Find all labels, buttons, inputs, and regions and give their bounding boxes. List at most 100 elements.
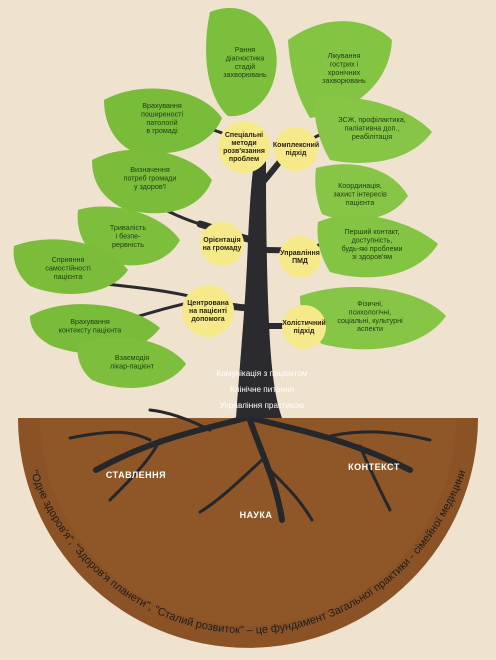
text-line: Сприяння [52, 255, 85, 264]
text-line: будь-які проблеми [341, 244, 402, 253]
text-line: Врахування [70, 317, 110, 326]
text-line: на пацієнті [189, 307, 227, 315]
leaf-community-needs-shape [92, 149, 212, 214]
node-special-methods-circle [218, 121, 270, 173]
nodes [182, 121, 326, 349]
leaf-early-diagnosis-shape [206, 7, 277, 117]
text-line: соціальні, культурні [337, 316, 403, 325]
leaf-doctor-relationship-shape [77, 337, 186, 388]
text-line: Врахування [142, 101, 182, 110]
text-line: аспекти [357, 324, 383, 333]
text-line: Фізичні, [357, 299, 383, 308]
text-line: методи [231, 140, 256, 147]
node-holistic-approach-circle [282, 305, 326, 349]
leaf-treatment-shape [288, 21, 392, 119]
text-line: Тривалість [110, 223, 146, 232]
text-line: паліативна доп., [345, 123, 400, 132]
text-line: Центрована [187, 300, 229, 307]
root-label-science: НАУКА [240, 510, 273, 520]
text-line: Перший контакт, [344, 227, 399, 236]
leaf-healthy-lifestyle-shape [314, 96, 432, 163]
text-line: Холістичний [282, 319, 326, 327]
text-line: Управління [280, 249, 320, 257]
text-line: підхід [286, 149, 307, 157]
text-line: в громаді [146, 126, 178, 135]
node-pmd-management-circle [279, 236, 321, 278]
text-line: доступність, [352, 235, 393, 244]
leaf-physical-aspects-label: Фізичні,психологічні,соціальні, культурн… [337, 299, 403, 333]
text-line: Лікування [328, 51, 361, 60]
trunk-labels: Комунікація з пацієнтом Клінічне питання… [216, 369, 307, 410]
text-line: патологій [146, 118, 177, 127]
trunk-label-clinical: Клінічне питання [230, 385, 294, 394]
text-line: і безпе- [115, 231, 141, 240]
leaf-physical-aspects-shape [300, 286, 446, 350]
text-line: допомога [191, 316, 224, 323]
leaf-first-contact-shape [317, 215, 438, 278]
text-line: Взаємодія [115, 353, 149, 362]
text-line: контексту пацієнта [59, 325, 122, 334]
text-line: захворювань [223, 70, 267, 79]
text-line: стадій [235, 62, 256, 71]
tree-trunk [236, 150, 282, 418]
text-line: підхід [294, 327, 315, 335]
text-line: проблем [229, 155, 259, 163]
leaf-coordination-shape [315, 164, 408, 221]
trunk-label-management: Управління практикою [220, 401, 305, 410]
node-patient-centered-circle [182, 285, 234, 337]
trunk-label-communication: Комунікація з пацієнтом [216, 369, 307, 378]
leaf-first-contact-label: Перший контакт,доступність,будь-які проб… [341, 227, 402, 261]
text-line: Орієнтація [203, 236, 240, 244]
leaf-community-problems-shape [104, 88, 222, 154]
text-line: ЗСЖ, профілактика, [338, 115, 406, 124]
text-line: на громаду [203, 245, 242, 252]
text-line: самостійності [45, 263, 91, 272]
text-line: потреб громади [124, 173, 177, 182]
text-line: Визначення [130, 165, 170, 174]
root-label-attitude: СТАВЛЕННЯ [106, 470, 166, 480]
text-line: реабілітація [352, 132, 392, 141]
node-complex-approach-circle [274, 127, 318, 171]
text-line: Спеціальні [225, 131, 263, 139]
text-line: рервність [112, 240, 144, 249]
text-line: ПМД [292, 258, 308, 265]
text-line: зі здоров'ям [352, 252, 392, 261]
text-line: пацієнта [54, 272, 82, 281]
node-community-orientation-circle [200, 222, 244, 266]
text-line: розв'язання [223, 148, 265, 155]
root-label-context: КОНТЕКСТ [348, 462, 400, 472]
roots [68, 408, 432, 523]
root-labels: СТАВЛЕННЯ НАУКА КОНТЕКСТ [106, 462, 400, 520]
text-line: хронічних [328, 68, 361, 77]
text-line: у здоров'ї [134, 182, 166, 191]
text-line: гострих і [330, 59, 359, 68]
text-line: Координація, [338, 181, 382, 190]
leaves [13, 7, 446, 388]
text-line: захворювань [322, 76, 366, 85]
leaf-healthy-lifestyle-label: ЗСЖ, профілактика,паліативна доп.,реабіл… [338, 115, 406, 141]
text-line: діагностика [226, 53, 265, 62]
text-line: поширеності [141, 109, 184, 118]
text-line: пацієнта [346, 198, 374, 207]
text-line: лікар-пацієнт [110, 361, 155, 370]
text-line: психологічні, [349, 307, 392, 316]
soil-highlight [40, 418, 456, 626]
